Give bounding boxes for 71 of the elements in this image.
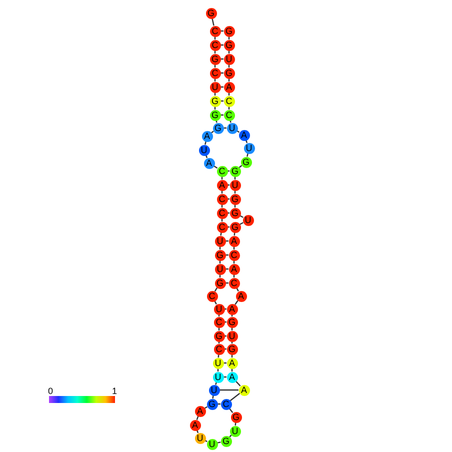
nucleotide-circle: A (236, 290, 246, 302)
nucleotide-circle: G (210, 54, 220, 64)
nucleotide-circle: U (198, 144, 210, 156)
nucleotide-circle: G (230, 208, 240, 218)
nucleotide-circle: C (216, 166, 228, 176)
nucleotide-circle: U (230, 180, 240, 190)
nucleotide-circle: A (228, 264, 240, 274)
nucleotide-circle: C (224, 110, 234, 120)
nucleotide-circle: A (190, 420, 200, 430)
nucleotide-circle: A (194, 406, 206, 416)
nucleotide-circle: G (226, 316, 238, 328)
nucleotide-circle: A (226, 372, 238, 382)
nucleotide-circle: A (238, 130, 250, 140)
nucleotide-circle: A (238, 384, 250, 396)
nucleotide-circle: C (210, 40, 220, 50)
nucleotide-circle: G (226, 344, 238, 354)
nucleotide-circle: U (194, 432, 206, 444)
nucleotide-circle: G (230, 412, 242, 422)
nucleotide-circle: U (214, 304, 224, 314)
nucleotide-circle: G (206, 398, 218, 410)
nucleotide-circle: U (244, 142, 254, 154)
nucleotide-circle: C (228, 250, 240, 260)
nucleotide-circle: C (216, 208, 228, 218)
nucleotide-circle: G (224, 40, 234, 50)
nucleotide-circle: A (226, 358, 238, 368)
nucleotide-circle: C (228, 278, 240, 288)
nucleotide-circle: A (204, 158, 214, 168)
nucleotide-circle: C (216, 194, 228, 204)
nucleotide-circle: G (224, 26, 234, 36)
nucleotide-circle: G (212, 122, 224, 134)
nucleotide-circle: G (240, 156, 252, 168)
nucleotide-circle: C (216, 222, 228, 232)
nucleotide-circle: A (216, 180, 228, 190)
nucleotide-circle: U (214, 264, 226, 274)
nucleotide-circle: U (206, 438, 218, 450)
nucleotide-circle: G (230, 194, 240, 204)
nucleotide-circle: U (242, 214, 254, 226)
nucleotide-circle: A (228, 236, 240, 246)
nucleotide-circle: U (208, 384, 220, 396)
nucleotide-circle: C (210, 68, 220, 78)
scale-tick-label: 0 (48, 386, 54, 396)
nucleotide-circle: U (226, 330, 238, 342)
nucleotide-circle: U (212, 372, 224, 382)
nucleotide-circle: G (230, 166, 240, 176)
backbone-line (230, 392, 240, 402)
nucleotide-circle: G (224, 68, 234, 78)
nucleotide-circle: C (214, 316, 224, 328)
nucleotide-circle: C (206, 290, 218, 302)
nucleotide-circle: G (210, 96, 220, 106)
nucleotide-circle: C (224, 96, 234, 106)
nucleotide-circle: G (210, 110, 220, 120)
nucleotide-circle: G (206, 8, 216, 18)
nucleotide-circle: U (224, 54, 234, 64)
nucleotide-circle: U (214, 236, 226, 246)
base-pair-line (220, 389, 238, 391)
nucleotide-circle: G (230, 222, 240, 232)
nucleotide-circle: A (202, 130, 212, 142)
nucleotide-circle: C (220, 398, 232, 410)
nucleotide-circle: G (214, 250, 226, 260)
nucleotide-circle: G (214, 330, 224, 342)
nucleotide-circle: U (230, 426, 240, 436)
nucleotide-circle: A (226, 304, 238, 314)
nucleotide-circle: G (214, 278, 226, 288)
nucleotide-circle: C (210, 26, 220, 36)
nucleotide-circle: U (212, 358, 224, 368)
nucleotide-circle: C (214, 344, 224, 354)
scale-tick-label: 1 (112, 386, 118, 396)
nucleotide-circle: A (224, 82, 234, 92)
nucleotide-circle: U (226, 122, 238, 134)
nucleotide-circle: U (210, 82, 220, 92)
nucleotide-circle: G (220, 436, 232, 446)
